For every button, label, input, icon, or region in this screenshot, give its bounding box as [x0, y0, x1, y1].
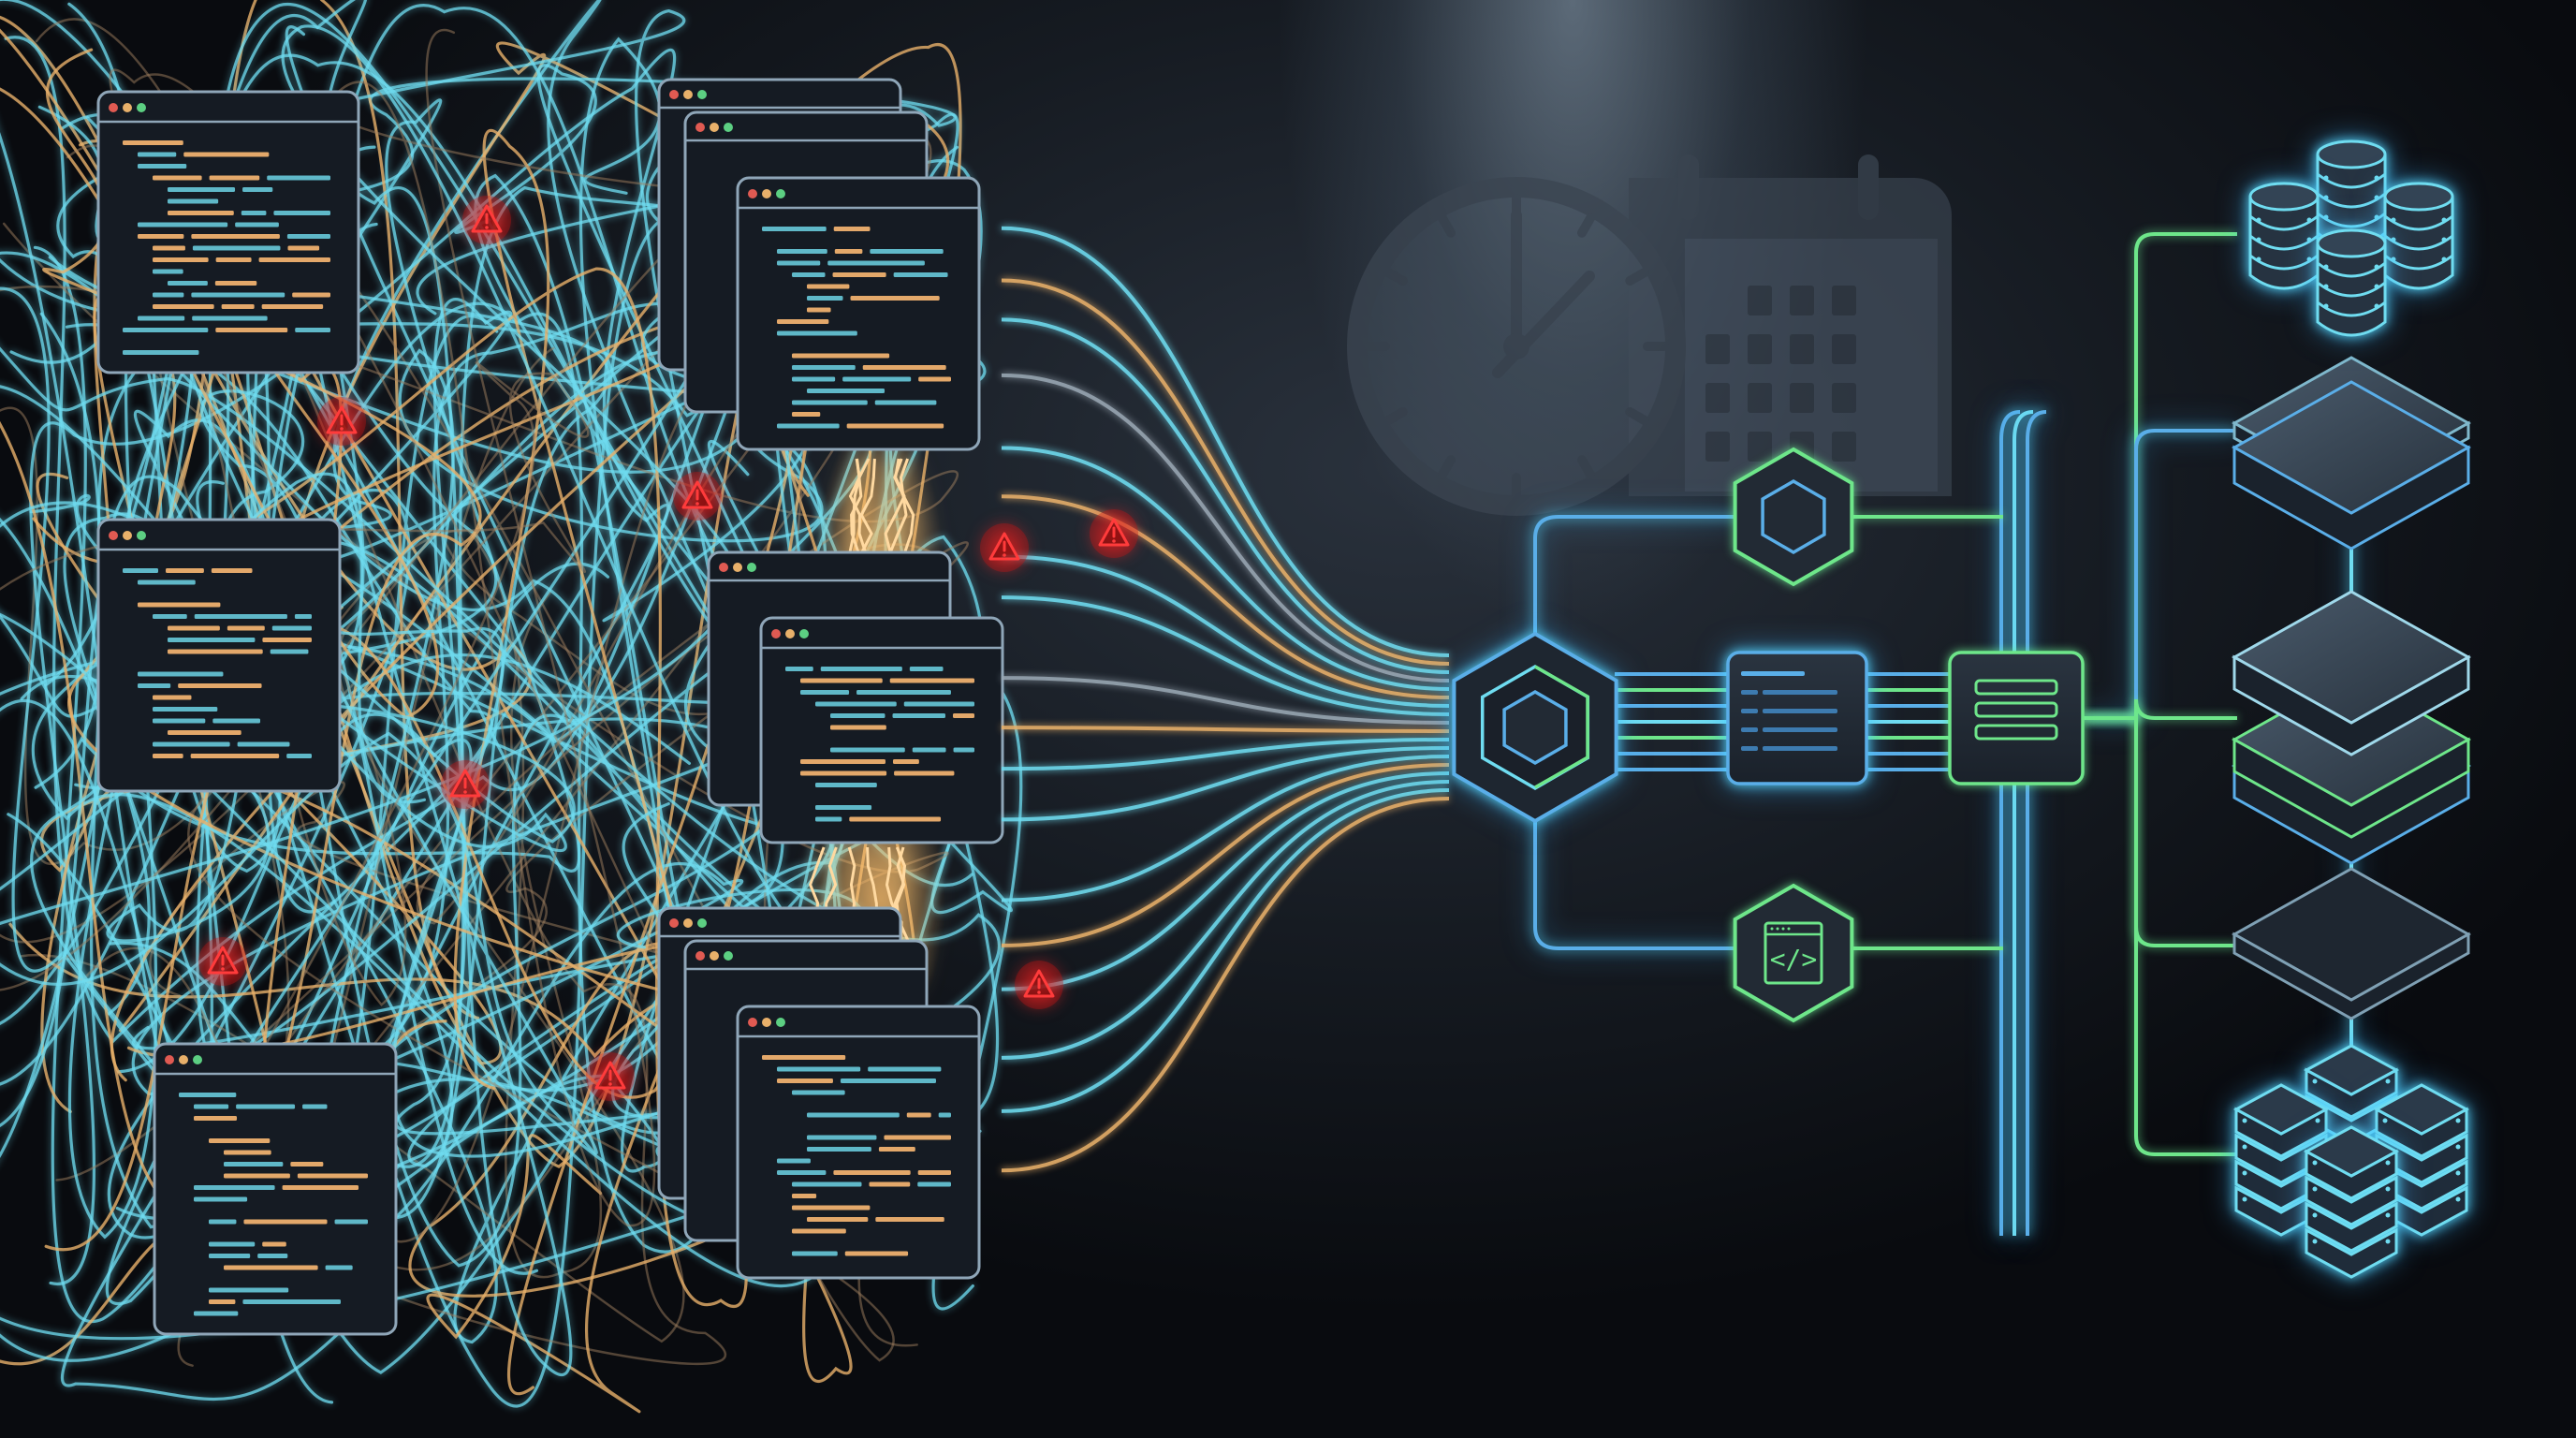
code-window [759, 616, 1004, 844]
server-icon [2303, 1125, 2400, 1279]
warning-icon [1090, 509, 1138, 558]
top-hex-node [1733, 447, 1854, 587]
calendar-icon [1629, 154, 1952, 496]
warning-icon [673, 472, 722, 521]
legacy-code-windows [96, 78, 1004, 1336]
code-window [736, 1005, 981, 1280]
code-window [153, 1042, 398, 1336]
base-layer [2231, 867, 2472, 1020]
processing-hub-icon [1452, 631, 1618, 824]
warning-icon [441, 760, 490, 809]
database-icon [2383, 182, 2454, 290]
warning-icon [462, 196, 511, 244]
organized-pipeline: </> [1452, 232, 2237, 1236]
code-glyph: </> [1770, 944, 1818, 975]
clock-icon [1347, 177, 1686, 516]
doc-card-node [1726, 651, 1868, 785]
list-card-node [1948, 651, 2085, 785]
code-window [96, 90, 360, 374]
warning-icon [198, 937, 247, 986]
infrastructure-stack [2231, 139, 2472, 1279]
code-hex-node: </> [1733, 883, 1854, 1023]
warning-icon [317, 397, 366, 446]
warning-icon [980, 523, 1029, 572]
database-icon [2316, 139, 2387, 248]
database-icon [2248, 182, 2320, 290]
code-window [736, 176, 981, 451]
service-layer [2231, 590, 2472, 756]
code-window [96, 518, 342, 793]
pipeline-connectors [1533, 232, 2237, 1236]
converging-streams [1001, 226, 1450, 1173]
background-clock-calendar [1347, 154, 1952, 516]
warning-icons [198, 196, 1138, 1101]
database-icon [2316, 228, 2387, 337]
platform-layer [2231, 380, 2472, 550]
warning-icon [586, 1052, 635, 1101]
warning-icon [1015, 961, 1063, 1009]
